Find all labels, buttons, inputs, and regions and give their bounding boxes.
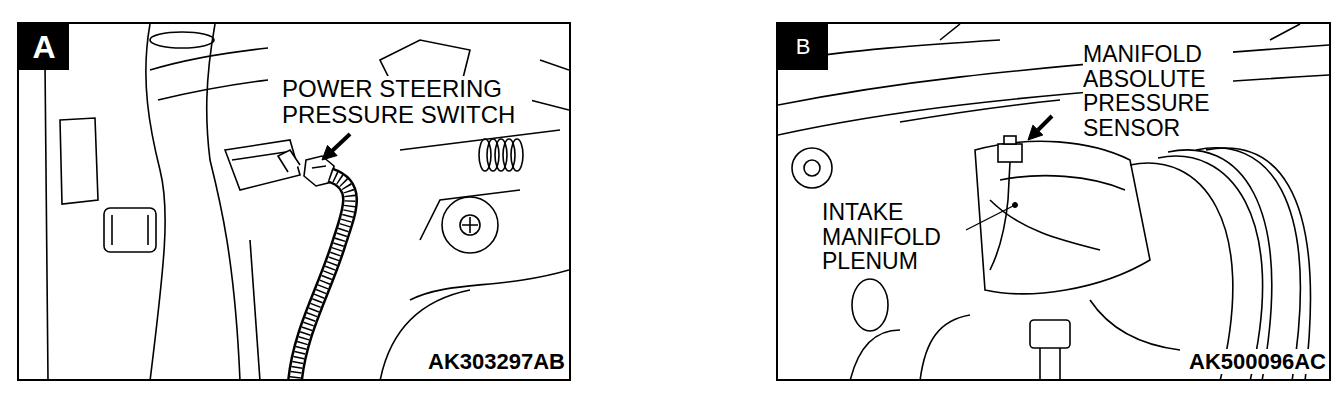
engine-bay-b-shape xyxy=(792,148,832,188)
engine-bay-a-shape xyxy=(60,118,98,204)
engine-bay-a-shape xyxy=(410,270,569,300)
engine-bay-a-shape xyxy=(530,60,569,110)
engine-bay-a-shape xyxy=(250,240,260,379)
engine-bay-b-shape xyxy=(920,315,970,379)
engine-bay-b-shape xyxy=(778,75,1329,135)
pointer-arrow-shape xyxy=(322,145,337,160)
engine-bay-b-shape xyxy=(1090,300,1180,350)
engine-bay-a-shape xyxy=(146,24,165,379)
engine-bay-a-shape xyxy=(442,197,498,253)
engine-bay-a-shape xyxy=(278,150,300,172)
leader-line-shape xyxy=(966,206,1013,230)
pointer-arrow xyxy=(322,134,350,160)
engine-bay-a-shape xyxy=(225,140,300,190)
engine-bay-b-shape xyxy=(1030,320,1070,348)
part-label: MANIFOLD ABSOLUTE PRESSURE SENSOR xyxy=(1083,42,1233,140)
engine-bay-b-shape xyxy=(1130,163,1233,379)
engine-bay-a-shape xyxy=(104,208,156,252)
engine-bay-b-shape xyxy=(990,200,1100,250)
engine-bay-a-shape xyxy=(295,175,350,379)
engine-bay-a-shape xyxy=(22,60,48,379)
engine-bay-b-shape xyxy=(852,279,888,331)
pointer-arrow-shape xyxy=(1038,116,1052,130)
figure-panel: B MANIFOLD ABSOLUTE PRESSURE SENSOR INTAKE… xyxy=(776,22,1331,381)
pointer-arrow-shape xyxy=(332,134,350,151)
engine-bay-b-shape xyxy=(900,100,1060,122)
engine-bay-a-shape xyxy=(150,32,214,48)
engine-bay-a-shape xyxy=(150,48,268,70)
pointer-arrow xyxy=(1028,116,1052,140)
engine-bay-b xyxy=(778,24,1329,379)
engine-bay-a-shape xyxy=(312,166,326,168)
engine-bay-b-shape xyxy=(1158,156,1263,379)
engine-bay-a-shape xyxy=(295,175,350,379)
engine-bay-b-shape xyxy=(1040,348,1060,379)
figure-code: AK303297AB xyxy=(428,349,565,374)
engine-bay-b-shape xyxy=(850,330,900,379)
engine-bay-a-shape xyxy=(112,215,148,245)
engine-bay-b-shape xyxy=(940,24,1300,40)
part-label: POWER STEERING PRESSURE SWITCH xyxy=(282,76,532,128)
engine-bay-b-shape xyxy=(998,144,1022,162)
engine-bay-a-shape xyxy=(511,139,523,171)
leader-line xyxy=(966,203,1018,231)
engine-bay-a-shape xyxy=(207,24,240,379)
engine-bay-b-shape xyxy=(975,141,1150,293)
engine-bay-a-shape xyxy=(462,217,478,233)
leader-line-shape xyxy=(1013,203,1018,208)
engine-bay-a-shape xyxy=(295,175,350,379)
figure-code: AK500096AC xyxy=(1189,349,1326,374)
engine-bay-b-shape xyxy=(1004,136,1016,144)
part-label: INTAKE MANIFOLD PLENUM xyxy=(822,200,962,274)
pointer-arrow-shape xyxy=(1028,125,1043,140)
engine-bay-b-shape xyxy=(1168,150,1272,379)
label: B xyxy=(796,34,811,59)
engine-bay-b-shape xyxy=(804,160,820,176)
panel-letter: A xyxy=(32,29,55,66)
panel-letter-badge: A xyxy=(19,24,69,70)
engine-bay-b-shape xyxy=(1000,176,1125,190)
engine-bay-b-shape xyxy=(1206,148,1310,379)
engine-bay-a-shape xyxy=(460,215,480,235)
engine-bay-b-shape xyxy=(1196,148,1300,379)
panel-letter-badge: B xyxy=(778,24,828,70)
figure-panel: A POWER STEERING PRESSURE SWITCH AK303297A… xyxy=(17,22,571,381)
engine-bay-a-shape xyxy=(158,80,268,100)
engine-bay-a xyxy=(22,24,569,379)
